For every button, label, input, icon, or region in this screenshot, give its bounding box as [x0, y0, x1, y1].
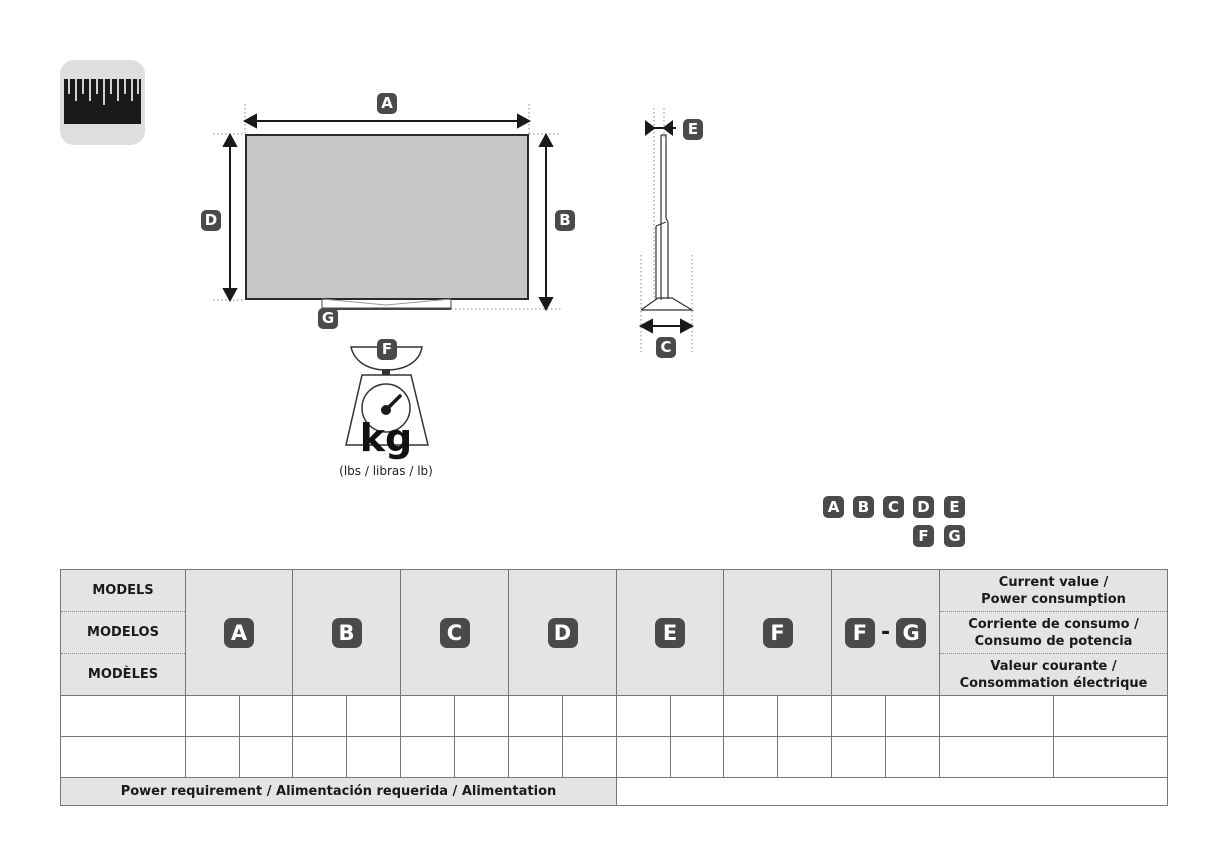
label-c: C: [656, 337, 676, 358]
power-header-en: Current value / Power consumption: [939, 569, 1169, 612]
side-view-diagram: [638, 108, 695, 352]
column-header-a: A: [185, 569, 293, 696]
scale-icon: [345, 346, 429, 446]
column-header-d: D: [508, 569, 617, 696]
label-f: F: [377, 339, 397, 360]
column-header-f: F: [723, 569, 832, 696]
column-header-f-minus-g: F - G: [830, 569, 941, 696]
label-g: G: [318, 308, 338, 329]
legend-badge-c: C: [883, 496, 904, 518]
column-header-b: B: [292, 569, 401, 696]
power-header-fr: Valeur courante / Consommation électriqu…: [939, 653, 1169, 696]
models-header-en: MODELS: [60, 569, 186, 612]
weight-unit: kg: [359, 416, 413, 460]
tv-stand: [321, 298, 452, 310]
legend-badge-b: B: [853, 496, 874, 518]
weight-unit-alt: (lbs / libras / lb): [339, 464, 433, 478]
models-header-es: MODELOS: [60, 611, 186, 654]
tv-profile: [640, 134, 695, 311]
power-requirement-label: Power requirement / Alimentación requeri…: [60, 777, 617, 806]
legend-badge-a: A: [823, 496, 844, 518]
power-header-es: Corriente de consumo / Consumo de potenc…: [939, 611, 1169, 654]
specifications-table: MODELS A B C D E F F - G Current value /…: [60, 569, 1169, 806]
column-header-c: C: [400, 569, 509, 696]
legend-badge-f: F: [913, 525, 934, 547]
power-requirement-value: [615, 777, 1169, 806]
label-e: E: [683, 119, 703, 140]
table-row: [60, 695, 1169, 737]
table-row: [60, 736, 1169, 778]
label-d: D: [201, 210, 221, 231]
tv-screen: [245, 134, 529, 300]
legend-badge-g: G: [944, 525, 965, 547]
label-b: B: [555, 210, 575, 231]
models-header-fr: MODÈLES: [60, 653, 186, 696]
front-view-diagram: [213, 104, 561, 312]
ruler-icon: [60, 60, 145, 145]
column-header-e: E: [616, 569, 724, 696]
label-a: A: [377, 93, 397, 114]
legend-badge-d: D: [913, 496, 934, 518]
legend-badge-e: E: [944, 496, 965, 518]
